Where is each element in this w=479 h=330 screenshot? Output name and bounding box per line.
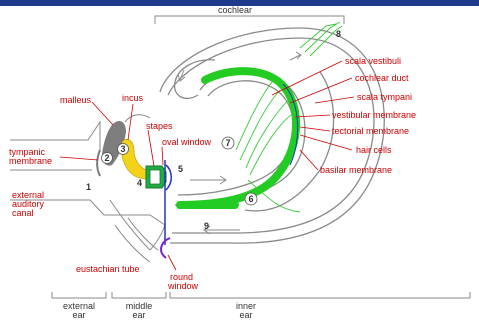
label-tympanic-membrane-2: membrane: [9, 156, 52, 166]
region-inner-2: ear: [239, 310, 252, 320]
region-labels: external ear middle ear inner ear: [63, 301, 256, 320]
label-malleus: malleus: [60, 95, 92, 105]
label-eustachian-tube: eustachian tube: [76, 264, 140, 274]
label-round-window-2: window: [167, 281, 199, 291]
marker-7: 7: [225, 138, 230, 148]
left-labels: malleus incus stapes oval window tympani…: [9, 93, 212, 291]
cochlear-bracket: [155, 16, 344, 24]
label-tectorial-membrane: tectorial membrane: [332, 126, 409, 136]
eustachian-tube-outline: [115, 218, 158, 262]
marker-8: 8: [336, 29, 341, 39]
region-middle-2: ear: [132, 310, 145, 320]
label-vestibular-membrane: vestibular membrane: [332, 110, 416, 120]
marker-9: 9: [204, 221, 209, 231]
label-oval-window: oval window: [162, 137, 212, 147]
label-basilar-membrane: basilar membrane: [320, 165, 392, 175]
tympanic-membrane: [97, 150, 100, 176]
marker-4: 4: [137, 178, 142, 188]
marker-3: 3: [120, 144, 125, 154]
auditory-nerve-fibers: [236, 22, 342, 212]
stapes: [146, 166, 166, 188]
label-external-auditory-canal-3: canal: [12, 208, 34, 218]
label-cochlear-duct: cochlear duct: [355, 73, 409, 83]
label-incus: incus: [122, 93, 144, 103]
region-brackets: [52, 292, 470, 298]
label-cochlear: cochlear: [218, 5, 252, 15]
label-scala-vestibuli: scala vestibuli: [345, 56, 401, 66]
label-hair-cells: hair cells: [356, 145, 392, 155]
marker-5: 5: [178, 164, 183, 174]
region-external-2: ear: [72, 310, 85, 320]
label-stapes: stapes: [146, 121, 173, 131]
label-scala-tympani: scala tympani: [357, 92, 412, 102]
round-window: [161, 238, 170, 258]
marker-2: 2: [104, 153, 109, 163]
marker-1: 1: [86, 182, 91, 192]
marker-6: 6: [248, 194, 253, 204]
